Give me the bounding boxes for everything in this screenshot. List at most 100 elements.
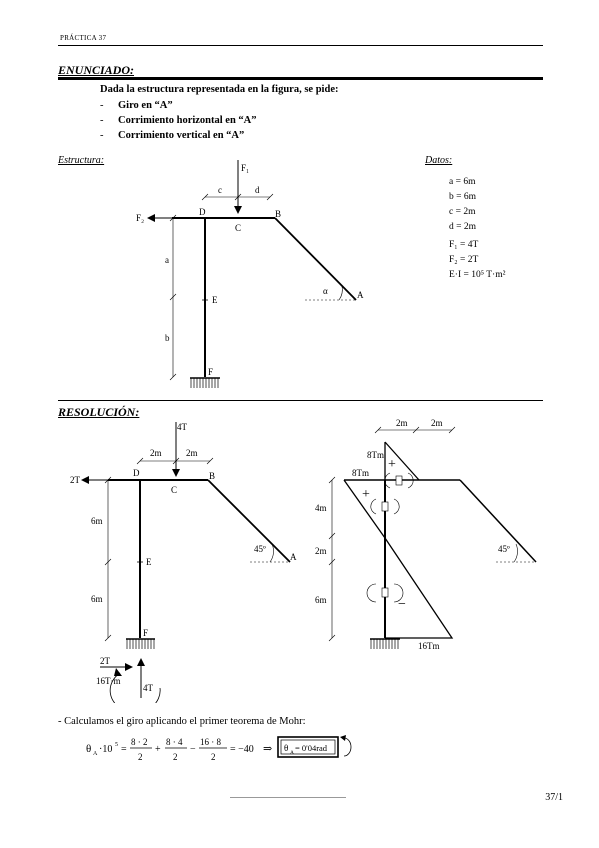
sign-plus-a: + bbox=[388, 457, 396, 472]
label-e: E bbox=[212, 295, 218, 305]
reaction-moment-arc bbox=[109, 672, 161, 703]
result-theta: θ bbox=[284, 743, 288, 753]
label-alpha: α bbox=[323, 286, 328, 296]
label-a: A bbox=[357, 290, 364, 300]
result-box bbox=[277, 736, 339, 758]
header-rule bbox=[58, 45, 543, 46]
label-b-dim: b bbox=[165, 333, 170, 343]
label-d: d bbox=[255, 185, 260, 195]
dato-a: a = 6m bbox=[449, 177, 476, 187]
bar-ba bbox=[274, 217, 357, 301]
label-react-4t: 4T bbox=[143, 683, 154, 693]
sign-plus-b: + bbox=[362, 487, 370, 502]
label-2t: 2T bbox=[70, 475, 81, 485]
label-a-dim: a bbox=[165, 255, 169, 265]
dato-ei: E·I = 10⁵ T·m² bbox=[449, 270, 506, 280]
sign-minus: − bbox=[398, 597, 406, 612]
formula-exp: 5 bbox=[115, 742, 118, 748]
label-4m: 4m bbox=[315, 503, 327, 513]
label-2m-right-b: 2m bbox=[431, 418, 443, 428]
label-4t: 4T bbox=[177, 422, 188, 432]
formula-t2-num: 8 · 4 bbox=[166, 737, 183, 747]
label-a-res: A bbox=[290, 552, 297, 562]
label-f-node: F bbox=[208, 367, 213, 377]
enunciado-title: ENUNCIADO: bbox=[58, 63, 135, 77]
formula-t2-den: 2 bbox=[173, 752, 178, 762]
bar-ba-res bbox=[207, 479, 291, 563]
formula-t3-num: 16 · 8 bbox=[200, 737, 221, 747]
task-item-2: Corrimiento horizontal en “A” bbox=[118, 115, 257, 126]
label-react-16tm: 16T·m bbox=[96, 676, 121, 686]
label-2m-a: 2m bbox=[150, 448, 162, 458]
task-item-1: Giro en “A” bbox=[118, 100, 173, 111]
resolucion-title: RESOLUCIÓN: bbox=[58, 405, 140, 419]
label-2m-right-a: 2m bbox=[396, 418, 408, 428]
result-value: = 0'04rad bbox=[295, 743, 328, 753]
formula-result: = −40 bbox=[230, 744, 254, 755]
estructura-label: Estructura: bbox=[58, 155, 105, 166]
label-f-res: F bbox=[143, 628, 148, 638]
page-number: 37/1 bbox=[545, 792, 563, 803]
label-c: c bbox=[218, 185, 222, 195]
label-2m-b: 2m bbox=[186, 448, 198, 458]
label-d-node: D bbox=[199, 207, 206, 217]
formula-t1-den: 2 bbox=[138, 752, 143, 762]
moment-diagram-figure: 2m 2m 8Tm + 8Tm + − 16Tm 4m 2m 6m 45º bbox=[315, 418, 537, 651]
list-item: -Giro en “A” bbox=[100, 98, 257, 113]
datos-label: Datos: bbox=[425, 155, 453, 166]
label-f1: F₁ bbox=[241, 163, 249, 173]
label-b-res: B bbox=[209, 471, 215, 481]
result-sub: A bbox=[290, 750, 294, 756]
list-item: - Corrimiento horizontal en “A” bbox=[100, 113, 257, 128]
label-f2: F₂ bbox=[136, 213, 144, 223]
dato-d: d = 2m bbox=[449, 222, 476, 232]
resolution-structure-figure: 4T 2m 2m 2T 45º A D C B E 6m 6m F 2T 4T … bbox=[70, 422, 297, 703]
structure-figure: F₁ c d F₂ α A D C B E a b F bbox=[136, 160, 364, 388]
resolucion-rule-top bbox=[58, 400, 543, 401]
svg-text:+: + bbox=[155, 744, 161, 755]
bullet-dash: - bbox=[100, 130, 104, 141]
formula-factor: ·10 bbox=[99, 744, 112, 755]
svg-text:=: = bbox=[121, 744, 127, 755]
label-8tm-b: 8Tm bbox=[352, 468, 369, 478]
label-6m-right: 6m bbox=[315, 595, 327, 605]
label-8tm-a: 8Tm bbox=[367, 450, 384, 460]
label-c-node: C bbox=[235, 223, 241, 233]
label-e-res: E bbox=[146, 557, 152, 567]
label-16tm: 16Tm bbox=[418, 641, 440, 651]
label-6m-b: 6m bbox=[91, 594, 103, 604]
moment-line-col-top bbox=[343, 479, 386, 539]
label-d-res: D bbox=[133, 468, 140, 478]
calc-formula: θ A ·10 5 = 8 · 2 2 + 8 · 4 2 − 16 · 8 2… bbox=[86, 735, 352, 762]
calc-intro: - Calculamos el giro aplicando el primer… bbox=[58, 716, 306, 727]
task-intro: Dada la estructura representada en la fi… bbox=[100, 84, 339, 95]
formula-t3-den: 2 bbox=[211, 752, 216, 762]
formula-theta: θ bbox=[86, 743, 91, 755]
label-react-2t: 2T bbox=[100, 656, 111, 666]
formula-t1-num: 8 · 2 bbox=[131, 737, 148, 747]
formula-sub-a: A bbox=[93, 751, 98, 757]
label-2m-right: 2m bbox=[315, 546, 327, 556]
datos-values: a = 6m b = 6m c = 2m d = 2m bbox=[449, 175, 476, 235]
task-item-3: Corrimiento vertical en “A” bbox=[118, 130, 245, 141]
footer-rule bbox=[230, 797, 346, 798]
label-45-left: 45º bbox=[254, 544, 266, 554]
label-45-right: 45º bbox=[498, 544, 510, 554]
moment-line-col-bottom bbox=[384, 537, 454, 639]
dato-b: b = 6m bbox=[449, 192, 476, 202]
formula-arrow: ⇒ bbox=[263, 743, 272, 755]
label-6m-a: 6m bbox=[91, 516, 103, 526]
dato-c: c = 2m bbox=[449, 207, 476, 217]
label-c-res: C bbox=[171, 485, 177, 495]
list-item: - Corrimiento vertical en “A” bbox=[100, 128, 257, 143]
task-list: -Giro en “A” -Corrimiento horizontal en … bbox=[100, 98, 257, 143]
moment-line-beam bbox=[384, 441, 420, 481]
label-b-node: B bbox=[275, 209, 281, 219]
running-header: PRÁCTICA 37 bbox=[60, 34, 107, 42]
datos-loads: F₁ = 4T F₂ = 2T E·I = 10⁵ T·m² bbox=[449, 238, 505, 283]
dato-f2: F₂ = 2T bbox=[449, 255, 479, 265]
enunciado-rule bbox=[58, 77, 543, 80]
bullet-dash: - bbox=[100, 115, 104, 126]
svg-text:−: − bbox=[190, 744, 196, 755]
rotation-arc-icon bbox=[343, 737, 352, 757]
